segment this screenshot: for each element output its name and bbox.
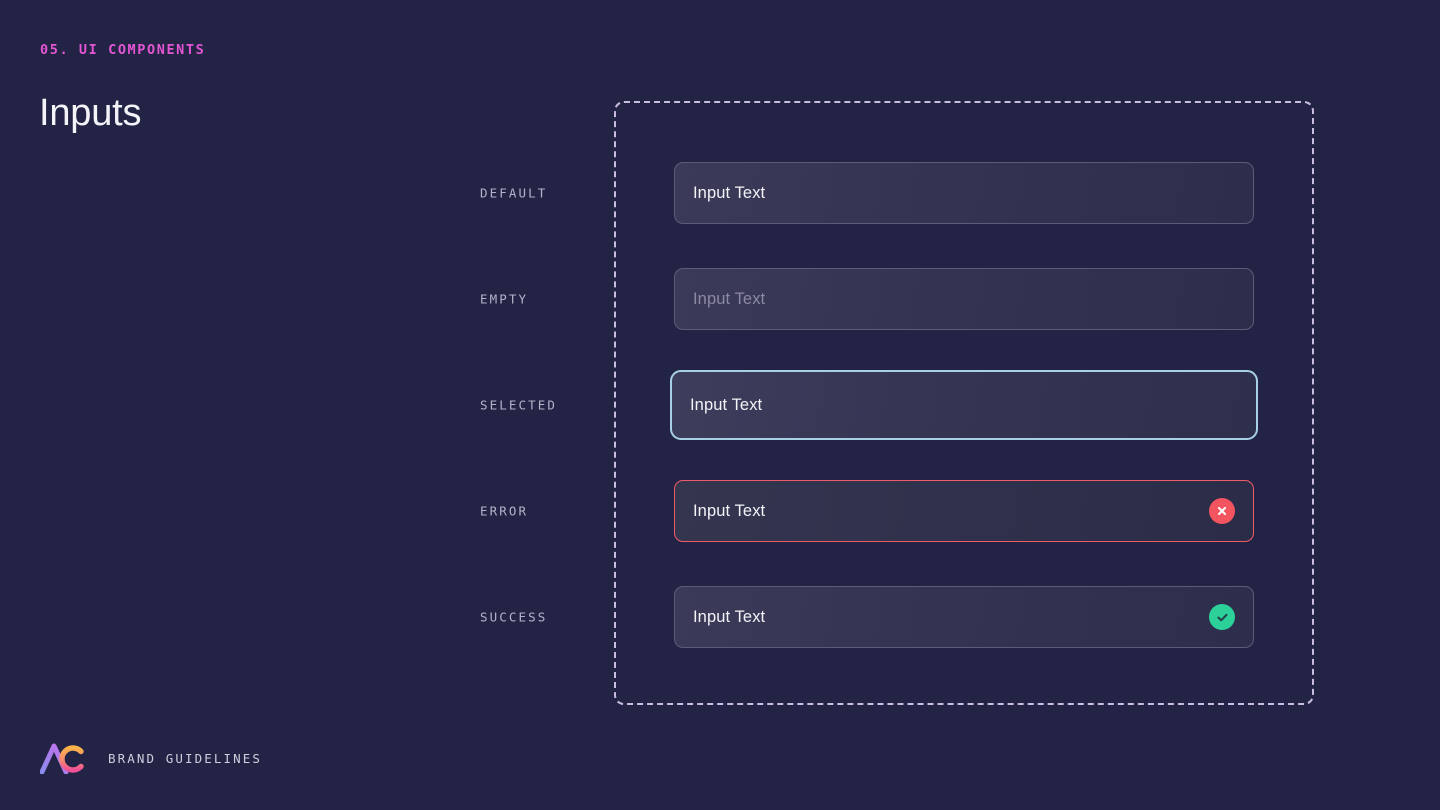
input-field-empty[interactable]: Input Text [674,268,1254,330]
section-eyebrow: 05. UI COMPONENTS [40,42,206,58]
error-circle-x-icon [1209,498,1235,524]
input-field-error[interactable]: Input Text [674,480,1254,542]
input-field-default[interactable]: Input Text [674,162,1254,224]
footer-label: BRAND GUIDELINES [108,750,263,766]
input-value-success: Input Text [693,607,766,626]
success-circle-check-icon [1209,604,1235,630]
ac-monogram-logo [40,743,84,774]
row-label-default: DEFAULT [480,185,548,201]
input-value-selected: Input Text [690,395,763,414]
footer: BRAND GUIDELINES [40,742,262,774]
input-placeholder-empty: Input Text [693,289,766,308]
input-field-selected[interactable]: Input Text [670,370,1258,440]
row-label-success: SUCCESS [480,609,548,625]
row-label-empty: EMPTY [480,291,529,307]
inputs-showcase-frame [614,101,1314,705]
row-label-error: ERROR [480,503,529,519]
input-field-success[interactable]: Input Text [674,586,1254,648]
input-value-default: Input Text [693,183,766,202]
page-title: Inputs [39,92,142,134]
row-label-selected: SELECTED [480,397,558,413]
input-value-error: Input Text [693,501,766,520]
